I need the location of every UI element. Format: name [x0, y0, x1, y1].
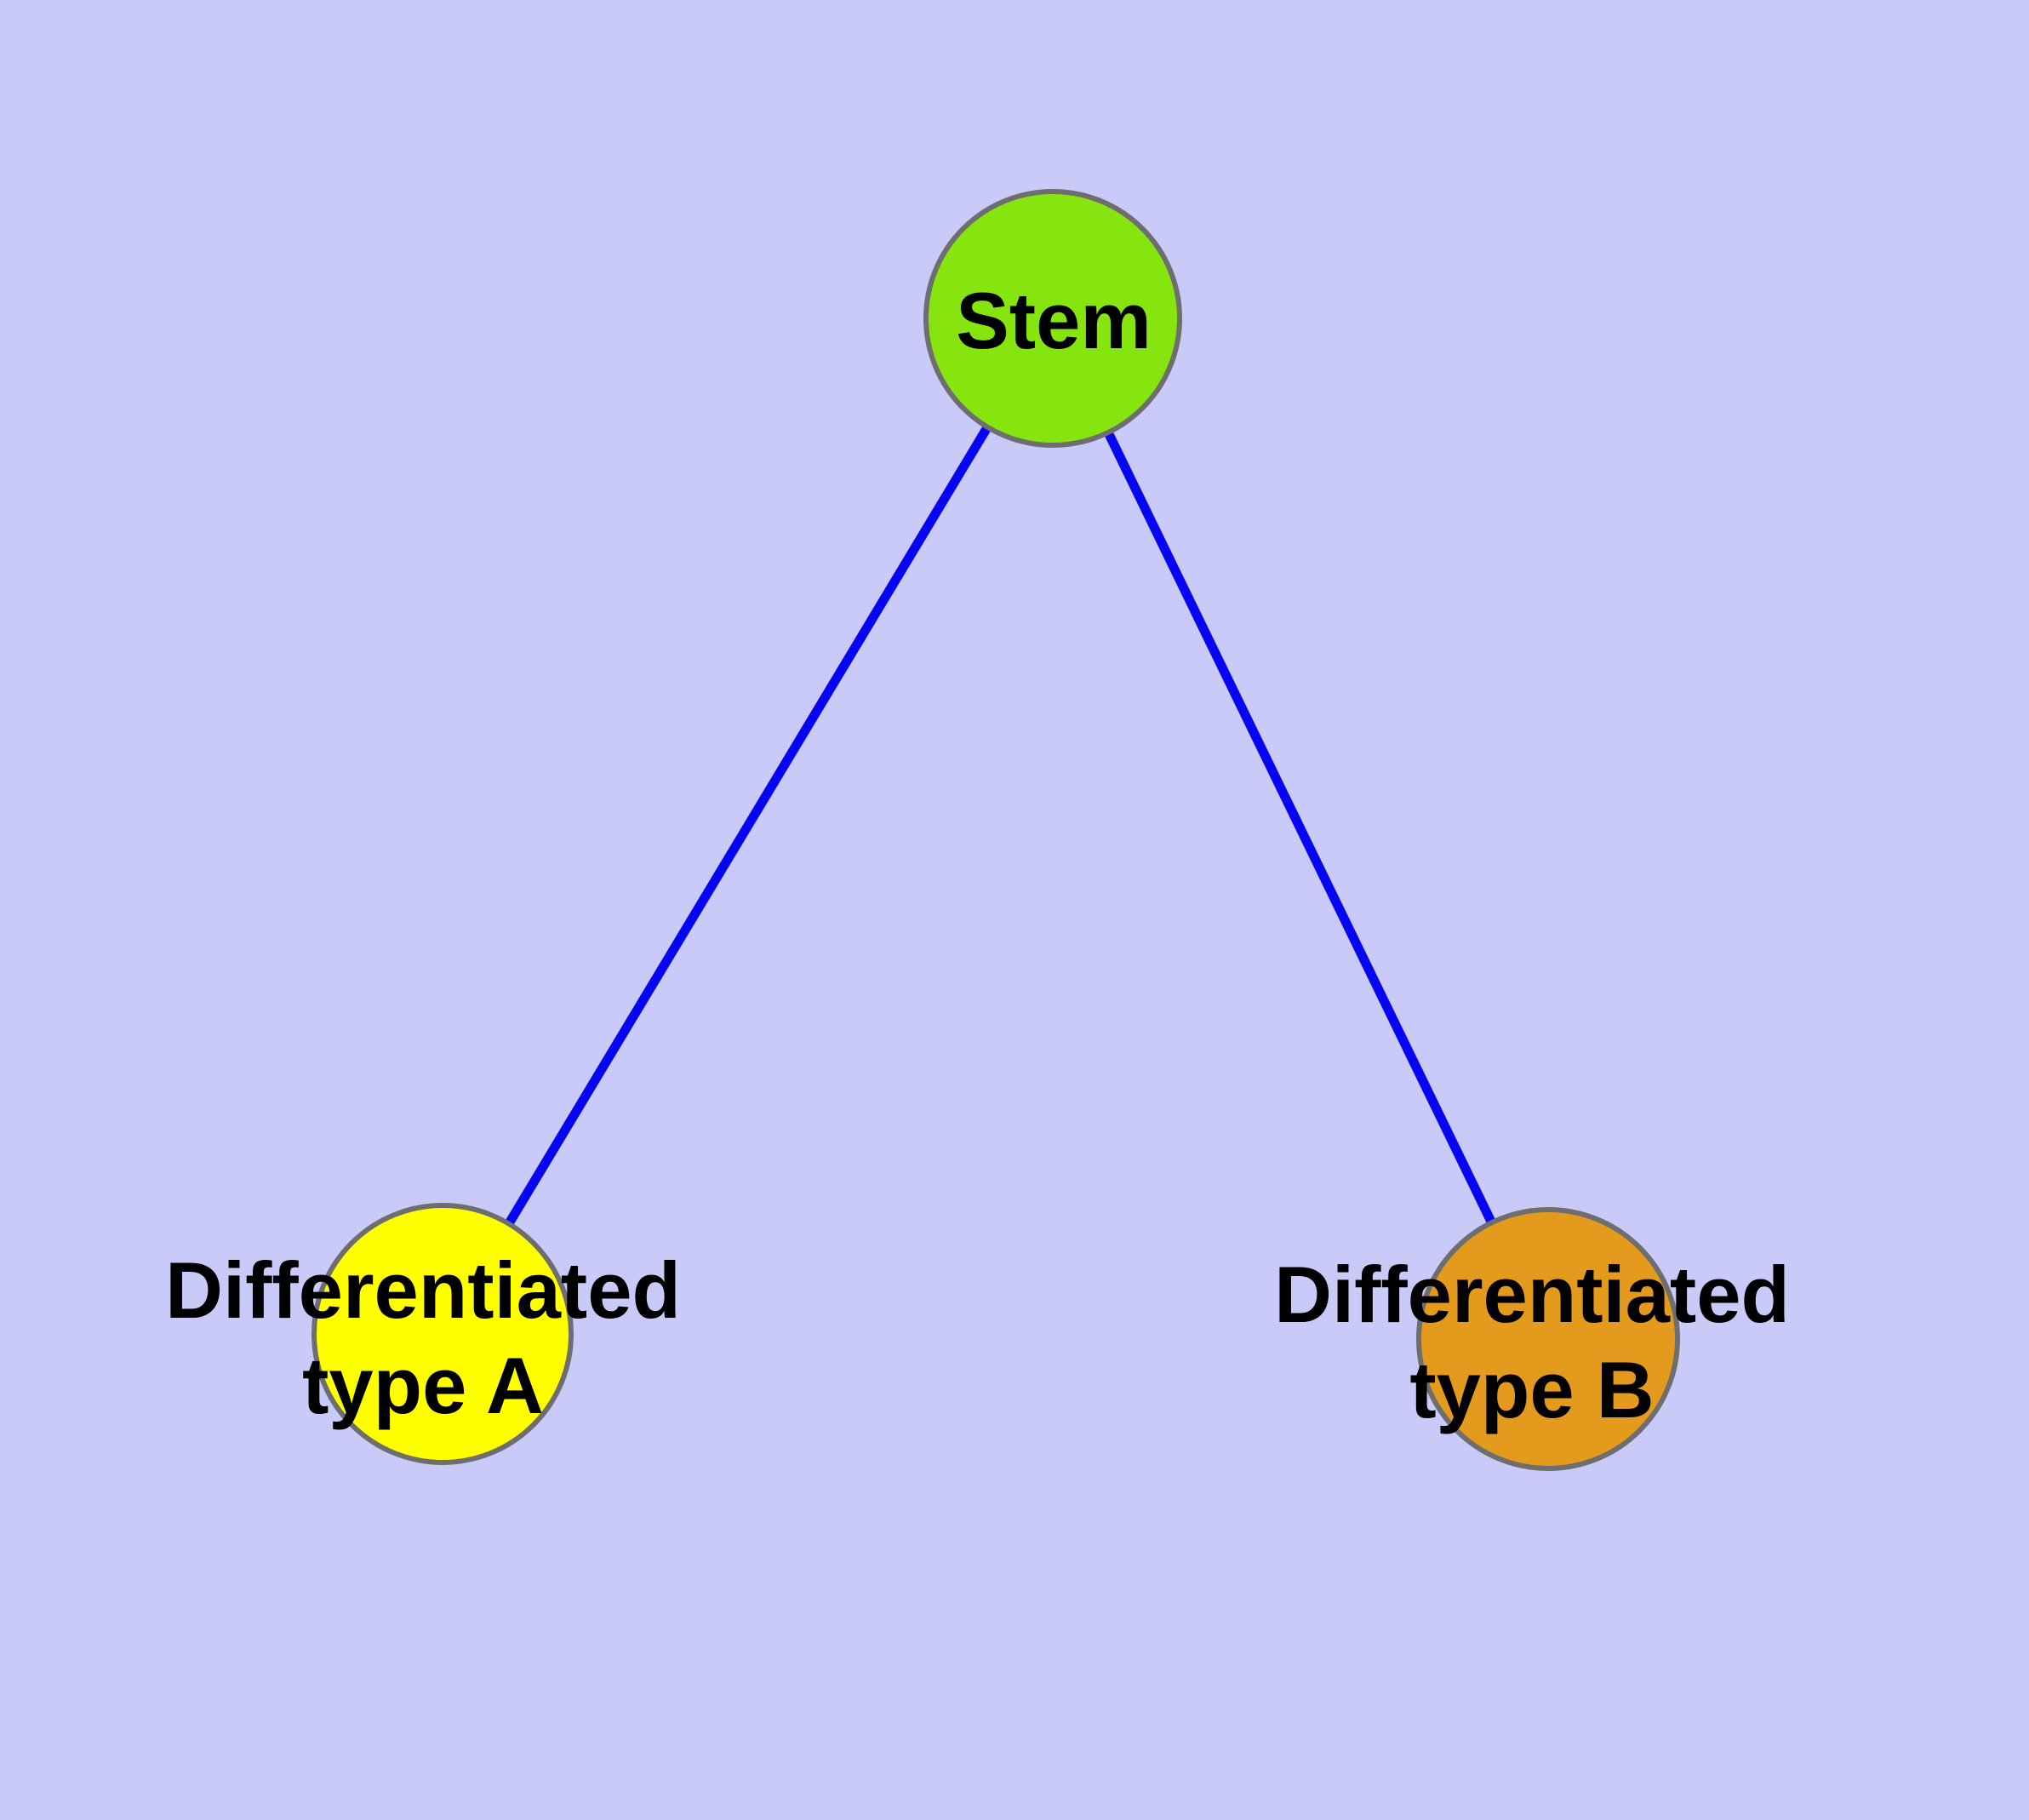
node-type-a-circle	[311, 1203, 574, 1465]
edge-stem-to-type-a	[438, 316, 1057, 1336]
node-type-b-circle	[1416, 1207, 1680, 1471]
node-type-b-circle-group	[1416, 1207, 1680, 1471]
edge-stem-to-type-b	[1049, 316, 1552, 1342]
node-type-a-circle-group	[311, 1203, 574, 1465]
node-stem-circle	[923, 189, 1182, 448]
node-stem-circle-group	[923, 189, 1182, 448]
